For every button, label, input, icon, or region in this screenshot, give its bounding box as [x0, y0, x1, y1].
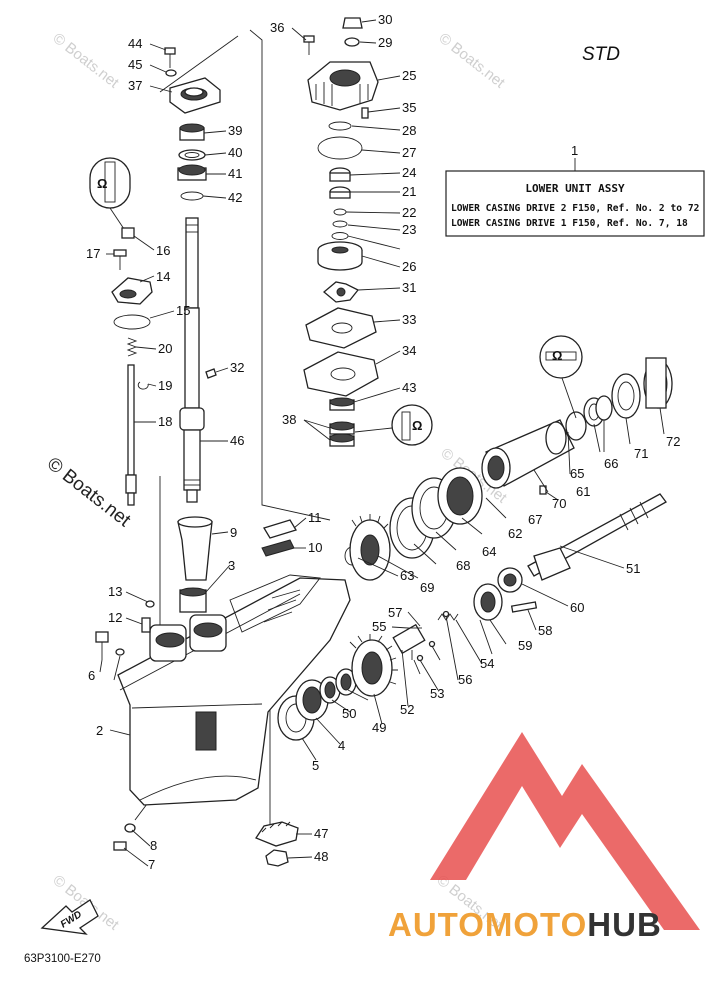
assembly-ref: 1 — [571, 143, 578, 158]
callout: 8 — [150, 838, 157, 853]
callout: 11 — [308, 510, 322, 525]
gear-group — [255, 610, 459, 867]
callout: 21 — [402, 184, 416, 199]
callout: 40 — [228, 145, 242, 160]
callout: 28 — [402, 123, 416, 138]
assembly-line-2: LOWER CASING DRIVE 1 F150, Ref. No. 7, 1… — [451, 218, 688, 229]
callout: 56 — [458, 672, 472, 687]
callout: 45 — [128, 57, 142, 72]
callout: 23 — [402, 222, 416, 237]
callout: 65 — [570, 466, 584, 481]
callout: 9 — [230, 525, 237, 540]
callout: 64 — [482, 544, 496, 559]
callout: 36 — [270, 20, 284, 35]
callout: 25 — [402, 68, 416, 83]
fwd-arrow: FWD — [40, 899, 99, 935]
callout: 57 — [388, 605, 402, 620]
callout: 17 — [86, 246, 100, 261]
callout: 37 — [128, 78, 142, 93]
drawing-code: 63P3100-E270 — [24, 953, 101, 965]
svg-text:Ω: Ω — [97, 176, 107, 191]
water-pump-group: Ω — [303, 17, 433, 447]
callout: 62 — [508, 526, 522, 541]
callout: 33 — [402, 312, 416, 327]
brand-logo: AUTOMOTOHUB — [388, 732, 700, 943]
callout: 67 — [528, 512, 542, 527]
callout: 10 — [308, 540, 322, 555]
callout: 58 — [538, 623, 552, 638]
callout: 68 — [456, 558, 470, 573]
callout: 48 — [314, 849, 328, 864]
callout: 16 — [156, 243, 170, 258]
callout: 52 — [400, 702, 414, 717]
callout: 15 — [176, 303, 190, 318]
callout: 18 — [158, 414, 172, 429]
callout: 20 — [158, 341, 172, 356]
shift-rod-group: Ω — [89, 157, 153, 506]
callout: 27 — [402, 145, 416, 160]
brand-mark-icon — [430, 732, 700, 930]
callout: 35 — [402, 100, 416, 115]
callout: 7 — [148, 857, 155, 872]
watermark: © Boats.net — [436, 30, 509, 92]
lower-casing — [95, 574, 351, 851]
callout: 29 — [378, 35, 392, 50]
callout: 19 — [158, 378, 172, 393]
assembly-title: LOWER UNIT ASSY — [525, 182, 625, 195]
callout: 14 — [156, 269, 170, 284]
svg-text:Ω: Ω — [412, 418, 422, 433]
callout: 72 — [666, 434, 680, 449]
callout: 24 — [402, 165, 416, 180]
callout: 55 — [372, 619, 386, 634]
bearing-sleeves — [177, 516, 297, 613]
callout-numbers: 2 3 4 5 6 7 8 9 10 11 12 13 14 15 16 17 … — [86, 12, 680, 872]
assembly-label-box — [445, 170, 705, 237]
callout: 54 — [480, 656, 494, 671]
brand-text: AUTOMOTOHUB — [388, 906, 662, 943]
callout: 69 — [420, 580, 434, 595]
callout: 51 — [626, 561, 640, 576]
callout: 3 — [228, 558, 235, 573]
drive-shaft-group — [164, 47, 221, 503]
callout: 4 — [338, 738, 345, 753]
watermark: © Boats.net — [43, 453, 135, 531]
callout: 38 — [282, 412, 296, 427]
callout: 30 — [378, 12, 392, 27]
callout: 2 — [96, 723, 103, 738]
callout: 60 — [570, 600, 584, 615]
callout: 49 — [372, 720, 386, 735]
callout: 22 — [402, 205, 416, 220]
callout: 31 — [402, 280, 416, 295]
callout: 47 — [314, 826, 328, 841]
callout: 34 — [402, 343, 416, 358]
propeller-shaft-group: Ω — [344, 335, 673, 621]
leader-lines — [99, 19, 665, 867]
callout: 12 — [108, 610, 122, 625]
callout: 5 — [312, 758, 319, 773]
callout: 44 — [128, 36, 142, 51]
callout: 46 — [230, 433, 244, 448]
callout: 32 — [230, 360, 244, 375]
svg-text:Ω: Ω — [552, 348, 562, 363]
callout: 41 — [228, 166, 242, 181]
callout: 43 — [402, 380, 416, 395]
assembly-line-1: LOWER CASING DRIVE 2 F150, Ref. No. 2 to… — [451, 203, 699, 214]
callout: 71 — [634, 446, 648, 461]
callout: 39 — [228, 123, 242, 138]
callout: 50 — [342, 706, 356, 721]
callout: 61 — [576, 484, 590, 499]
callout: 53 — [430, 686, 444, 701]
callout: 70 — [552, 496, 566, 511]
watermark: © Boats.net — [50, 30, 123, 92]
callout: 26 — [402, 259, 416, 274]
callout: 6 — [88, 668, 95, 683]
callout: 66 — [604, 456, 618, 471]
callout: 63 — [400, 568, 414, 583]
variant-label: STD — [582, 44, 620, 65]
callout: 42 — [228, 190, 242, 205]
callout: 13 — [108, 584, 122, 599]
callout: 59 — [518, 638, 532, 653]
